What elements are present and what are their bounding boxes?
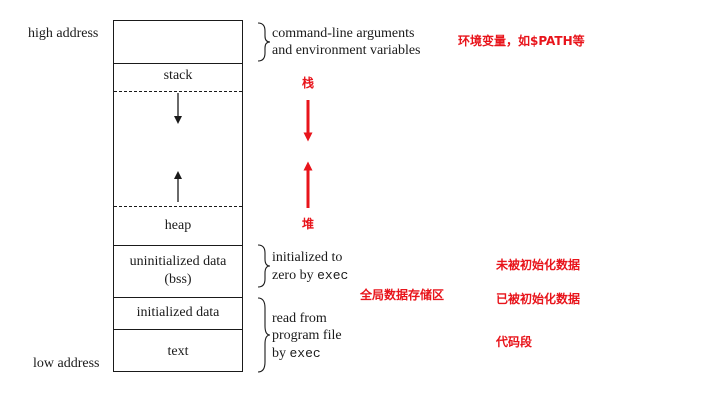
note-bss-line2: zero by exec xyxy=(272,267,348,284)
annotation-stack: 栈 xyxy=(302,76,315,90)
annotation-data: 已被初始化数据 xyxy=(496,292,581,306)
note-file-line2: program file xyxy=(272,328,342,343)
note-args-line1: command-line arguments xyxy=(272,26,415,41)
annotation-heap: 堆 xyxy=(302,217,315,231)
segment-text-label: text xyxy=(167,344,189,359)
divider-data-text xyxy=(114,329,242,330)
low-address-label: low address xyxy=(33,356,100,371)
segment-stack-label: stack xyxy=(163,68,193,83)
note-bss-line2-code: exec xyxy=(317,268,349,283)
annotation-global: 全局数据存储区 xyxy=(360,288,445,302)
annotation-bss: 未被初始化数据 xyxy=(496,258,581,272)
high-address-label: high address xyxy=(28,26,99,41)
divider-bss-data xyxy=(114,297,242,298)
note-args-line2: and environment variables xyxy=(272,43,421,58)
note-file-line3: by exec xyxy=(272,345,321,362)
note-file-line3-text: by xyxy=(272,346,290,361)
brace-file xyxy=(257,297,271,373)
segment-data-label: initialized data xyxy=(136,305,220,320)
note-file-line1: read from xyxy=(272,311,327,326)
note-bss-line1: initialized to xyxy=(272,250,343,265)
segment-bss-label-line2: (bss) xyxy=(164,272,192,287)
segment-heap-label: heap xyxy=(164,218,192,233)
segment-bss-label-line1: uninitialized data xyxy=(129,254,227,269)
brace-bss xyxy=(257,244,271,288)
heap-boundary-dashed xyxy=(114,206,242,207)
divider-args-stack xyxy=(114,63,242,64)
stack-boundary-dashed xyxy=(114,91,242,92)
annotation-env: 环境变量，如$PATH等 xyxy=(458,34,585,48)
memory-layout-box: stack heap uninitialized data (bss) init… xyxy=(113,20,243,372)
annotation-text: 代码段 xyxy=(496,335,533,349)
note-file-line3-code: exec xyxy=(289,346,321,361)
brace-args xyxy=(257,22,271,62)
note-bss-line2-text: zero by xyxy=(272,268,318,283)
divider-heap-bss xyxy=(114,245,242,246)
